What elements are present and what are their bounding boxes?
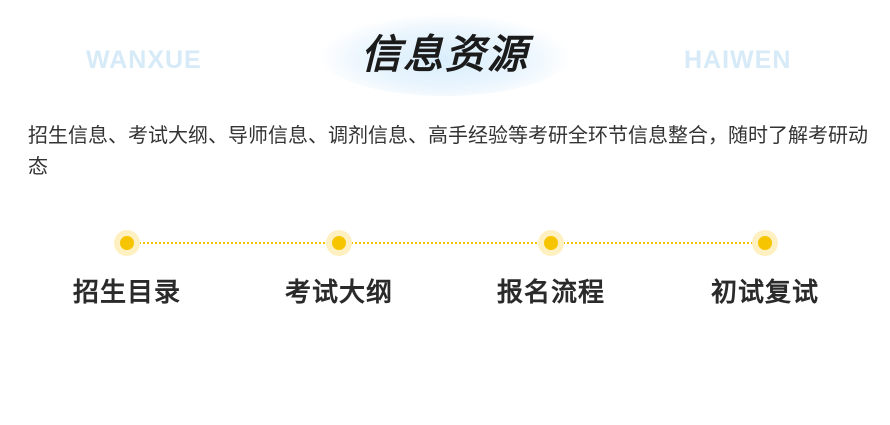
watermark-right: HAIWEN (684, 46, 792, 74)
timeline-item-registration-process[interactable]: 报名流程 (461, 226, 641, 310)
timeline-item-label: 招生目录 (72, 278, 181, 308)
timeline-dot-core (758, 236, 772, 250)
watermark-left: WANXUE (86, 46, 202, 74)
timeline-dot (752, 230, 778, 256)
timeline-dot-core (120, 236, 134, 250)
timeline-item-label: 考试大纲 (284, 278, 393, 308)
timeline-dot (114, 230, 140, 256)
timeline: 招生目录 考试大纲 报名流程 初试复试 (0, 226, 890, 308)
timeline-item-label: 初试复试 (710, 278, 819, 308)
timeline-item-enrollment-catalog[interactable]: 招生目录 (37, 226, 217, 310)
intro-text: 招生信息、考试大纲、导师信息、调剂信息、高手经验等考研全环节信息整合，随时了解考… (28, 123, 868, 178)
timeline-dot (538, 230, 564, 256)
timeline-dot-core (544, 236, 558, 250)
timeline-dot (326, 230, 352, 256)
timeline-item-exam-syllabus[interactable]: 考试大纲 (249, 226, 429, 310)
timeline-item-preliminary-retest[interactable]: 初试复试 (675, 226, 855, 310)
timeline-item-label: 报名流程 (496, 278, 605, 308)
timeline-dot-core (332, 236, 346, 250)
section-title: 信息资源 (361, 32, 529, 78)
title-glow (320, 14, 570, 96)
timeline-line (127, 242, 765, 244)
